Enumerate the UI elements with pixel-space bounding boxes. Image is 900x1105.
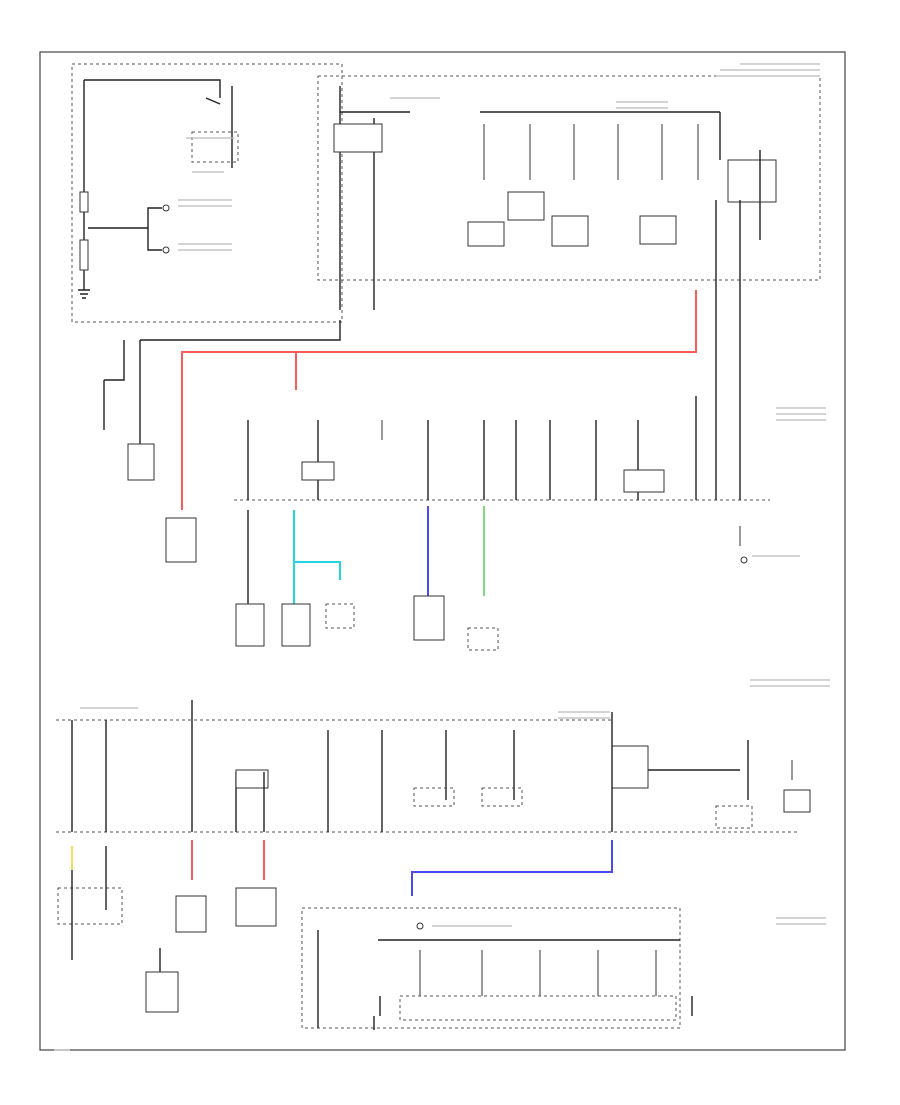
lower-colored-wires — [71, 840, 613, 896]
dash-fuse-box — [234, 300, 770, 564]
load-components-row1 — [235, 595, 499, 651]
cyanwire-2 — [294, 561, 341, 580]
lower-fuse-section — [56, 700, 811, 833]
under-hood-fuse-box — [317, 75, 821, 310]
redwire-1 — [181, 290, 697, 510]
lower-fuse-sub-box — [301, 907, 693, 1030]
bluewire-2 — [411, 840, 613, 896]
left-ground-connectors — [103, 320, 341, 563]
red-feed-wire — [181, 290, 697, 510]
lower-left-components — [57, 846, 277, 1013]
colored-branch-wires — [247, 506, 485, 610]
diagram-frame — [39, 51, 846, 1051]
starter-component — [191, 131, 239, 163]
label-marks — [54, 63, 830, 1051]
starter-battery-section — [71, 63, 343, 323]
